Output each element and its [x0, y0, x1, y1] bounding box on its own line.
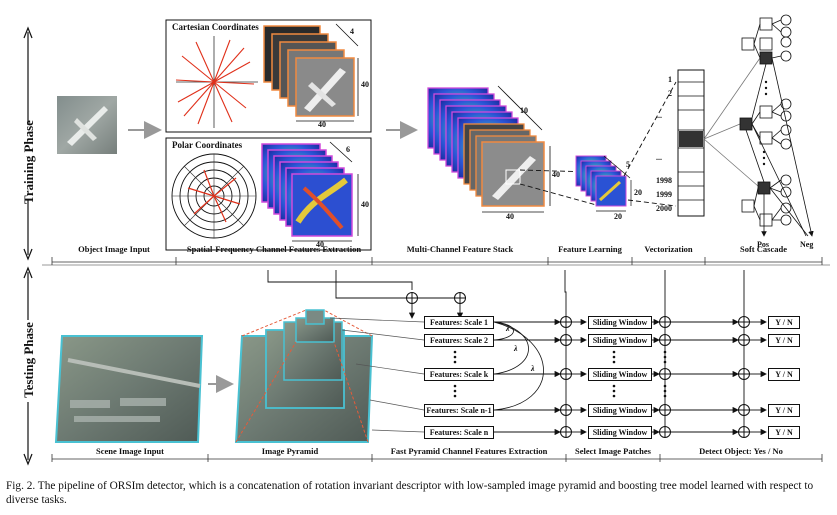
- testing-bus: [565, 310, 745, 436]
- feature-scale-box: Features: Scale k: [424, 368, 494, 381]
- lambda-label: λ: [514, 344, 518, 353]
- feature-vector: [677, 69, 705, 217]
- polar-title: Polar Coordinates: [172, 140, 243, 150]
- ellipsis-dot: [453, 394, 457, 398]
- stage-pyramid: Image Pyramid: [261, 446, 319, 456]
- stage-scene-input: Scene Image Input: [95, 446, 164, 456]
- learned-features: [575, 155, 632, 212]
- feedback-connections: [267, 270, 745, 319]
- object-image: [57, 96, 117, 154]
- cart-depth: 4: [350, 27, 354, 36]
- pos-label: Pos: [757, 240, 769, 249]
- vector-index-label: 2000: [656, 204, 672, 213]
- stage-sfcf: Spatial-Frequency Channel Features Extra…: [186, 244, 362, 254]
- vector-index-label: ...: [656, 153, 662, 162]
- ellipsis-dot: [453, 384, 457, 388]
- yes-no-box: Y / N: [768, 426, 800, 439]
- stage-vectorization: Vectorization: [644, 244, 693, 254]
- soft-cascade: [739, 14, 814, 237]
- vector-index-label: 1: [668, 75, 672, 84]
- stage-fast-pyramid: Fast Pyramid Channel Features Extraction: [390, 446, 548, 456]
- ellipsis-dot: [453, 355, 457, 359]
- lambda-curves: [493, 321, 544, 411]
- sliding-window-box: Sliding Window: [588, 404, 652, 417]
- ellipsis-dot: [612, 389, 616, 393]
- scene-image: [54, 335, 204, 443]
- sliding-window-box: Sliding Window: [588, 426, 652, 439]
- training-phase-arrow: [23, 26, 33, 261]
- learn-depth: 5: [626, 160, 630, 169]
- cascade-dots: [762, 80, 768, 166]
- polar-depth: 6: [346, 145, 350, 154]
- stack-height: 40: [552, 170, 560, 179]
- stage-detect: Detect Object: Yes / No: [699, 446, 783, 456]
- ellipsis-dot: [453, 350, 457, 354]
- stage-learning: Feature Learning: [558, 244, 622, 254]
- feature-scale-box: Features: Scale 2: [424, 334, 494, 347]
- sliding-window-box: Sliding Window: [588, 316, 652, 329]
- figure-caption: Fig. 2. The pipeline of ORSIm detector, …: [6, 480, 814, 506]
- ellipsis-dot: [612, 384, 616, 388]
- cartesian-title: Cartesian Coordinates: [172, 22, 259, 32]
- ellipsis-dot: [453, 360, 457, 364]
- cart-width: 40: [318, 120, 326, 129]
- ellipsis-dot: [612, 394, 616, 398]
- yes-no-box: Y / N: [768, 334, 800, 347]
- feature-stack: [427, 85, 551, 213]
- feature-scale-box: Features: Scale n: [424, 426, 494, 439]
- yes-no-box: Y / N: [768, 368, 800, 381]
- stack-width: 40: [506, 212, 514, 221]
- to-vector-lines: [623, 81, 677, 207]
- ellipsis-dot: [612, 355, 616, 359]
- vector-index-label: ...: [656, 111, 662, 120]
- vector-to-cascade-lines: [703, 57, 761, 187]
- vector-index-label: 1998: [656, 176, 672, 185]
- testing-row-connectors: [494, 318, 767, 436]
- stack-depth: 10: [520, 106, 528, 115]
- lambda-label: λ: [506, 324, 510, 333]
- vector-index-label: 2: [668, 89, 672, 98]
- ellipsis-dot: [612, 360, 616, 364]
- stage-stack: Multi-Channel Feature Stack: [406, 244, 514, 254]
- testing-phase-label: Testing Phase: [21, 322, 36, 398]
- ellipsis-dot: [453, 389, 457, 393]
- sliding-window-box: Sliding Window: [588, 368, 652, 381]
- testing-stage-bracket: [51, 454, 823, 462]
- learn-height: 20: [634, 188, 642, 197]
- training-phase-label: Training Phase: [21, 120, 36, 204]
- feature-scale-box: Features: Scale 1: [424, 316, 494, 329]
- learn-width: 20: [614, 212, 622, 221]
- vector-index-label: 1999: [656, 190, 672, 199]
- cartesian-panel: [165, 19, 372, 133]
- sliding-window-box: Sliding Window: [588, 334, 652, 347]
- combine-plus-top: [407, 293, 465, 303]
- pyramid-to-features: [329, 317, 425, 433]
- feature-scale-box: Features: Scale n-1: [424, 404, 494, 417]
- neg-label: Neg: [800, 240, 814, 249]
- ellipsis-dot: [612, 350, 616, 354]
- polar-panel: [165, 137, 372, 251]
- yes-no-box: Y / N: [768, 316, 800, 329]
- polar-height: 40: [361, 200, 369, 209]
- training-stage-bracket: [51, 257, 823, 265]
- stage-select-patches: Select Image Patches: [574, 446, 651, 456]
- polar-width: 40: [316, 240, 324, 249]
- image-pyramid: [234, 309, 374, 443]
- testing-phase-arrow: [23, 266, 33, 466]
- lambda-label: λ: [531, 364, 535, 373]
- stage-object-input: Object Image Input: [78, 244, 150, 254]
- cart-height: 40: [361, 80, 369, 89]
- stage-soft-cascade: Soft Cascade: [740, 244, 787, 254]
- testing-row-nodes: [453, 316, 750, 438]
- yes-no-box: Y / N: [768, 404, 800, 417]
